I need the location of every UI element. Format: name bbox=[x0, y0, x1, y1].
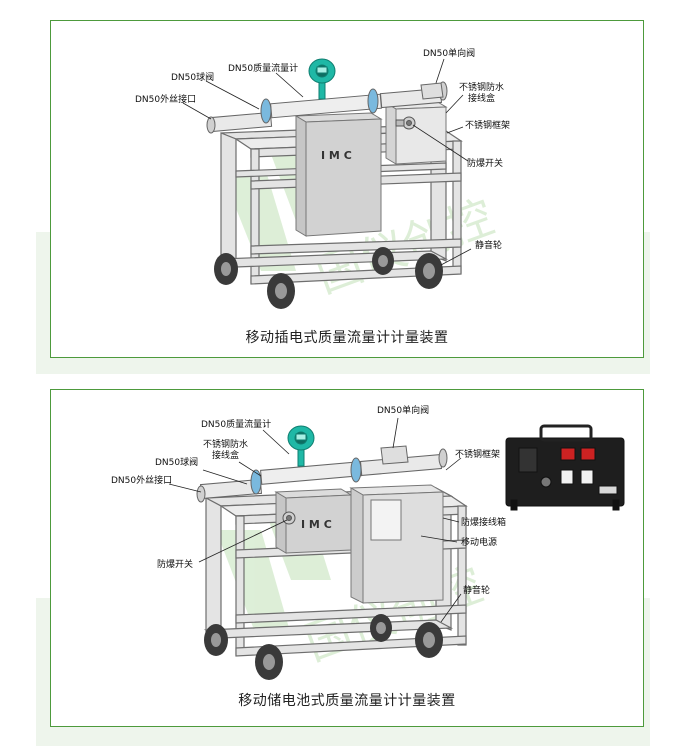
explosion-switch bbox=[282, 511, 296, 525]
panel2-caption: 移动储电池式质量流量计计量装置 bbox=[238, 693, 456, 709]
plug-in-device-illustration: 国仪创控 I M C bbox=[182, 58, 500, 309]
label-ball-valve: DN50球阀 bbox=[171, 73, 215, 83]
label-junction-box-line2: 接线盒 bbox=[212, 451, 240, 461]
panel-plug-in-device: 国仪创控 I M C bbox=[50, 20, 644, 358]
explosion-switch bbox=[395, 116, 416, 130]
label-frame: 不锈钢框架 bbox=[465, 121, 511, 131]
label-explosion-box: 防爆接线箱 bbox=[461, 518, 507, 528]
label-thread-port: DN50外丝接口 bbox=[111, 476, 173, 486]
pipeline bbox=[206, 81, 448, 134]
pipeline bbox=[196, 445, 448, 503]
cabinet bbox=[274, 488, 353, 554]
panel1-caption: 移动插电式质量流量计计量装置 bbox=[245, 330, 449, 346]
label-check-valve: DN50单向阀 bbox=[423, 49, 476, 59]
label-junction-box-line1: 不锈钢防水 bbox=[459, 83, 505, 93]
mass-flowmeter bbox=[287, 425, 315, 467]
label-explosion-switch: 防爆开关 bbox=[467, 159, 504, 169]
silent-wheels bbox=[214, 247, 443, 309]
label-check-valve: DN50单向阀 bbox=[377, 406, 430, 416]
cabinet bbox=[294, 112, 383, 237]
mobile-power-unit bbox=[505, 424, 625, 511]
label-mass-flowmeter: DN50质量流量计 bbox=[228, 64, 299, 74]
leader-lines bbox=[182, 58, 472, 266]
label-thread-port: DN50外丝接口 bbox=[135, 95, 197, 105]
junction-box bbox=[384, 100, 448, 165]
cabinet-brand-text: I M C bbox=[301, 518, 332, 531]
label-junction-box: 不锈钢防水 接线盒 bbox=[203, 440, 248, 462]
label-mobile-power: 移动电源 bbox=[461, 538, 498, 548]
silent-wheels bbox=[204, 614, 443, 680]
label-junction-box-line2: 接线盒 bbox=[468, 94, 496, 104]
label-explosion-switch: 防爆开关 bbox=[157, 560, 194, 570]
cabinet-brand-text: I M C bbox=[321, 149, 352, 162]
battery-device-illustration: 国仪创控 I M C bbox=[168, 417, 625, 680]
label-silent-wheel: 静音轮 bbox=[475, 241, 503, 251]
label-silent-wheel: 静音轮 bbox=[463, 586, 491, 596]
panel-battery-device: 国仪创控 I M C bbox=[50, 389, 644, 727]
mass-flowmeter bbox=[308, 58, 336, 100]
leader-lines bbox=[168, 417, 462, 623]
label-junction-box-line1: 不锈钢防水 bbox=[203, 440, 249, 450]
label-mass-flowmeter: DN50质量流量计 bbox=[201, 420, 272, 430]
label-frame: 不锈钢框架 bbox=[455, 450, 501, 460]
explosion-junction-box bbox=[349, 484, 445, 604]
label-ball-valve: DN50球阀 bbox=[155, 458, 199, 468]
label-junction-box: 不锈钢防水 接线盒 bbox=[459, 83, 504, 105]
